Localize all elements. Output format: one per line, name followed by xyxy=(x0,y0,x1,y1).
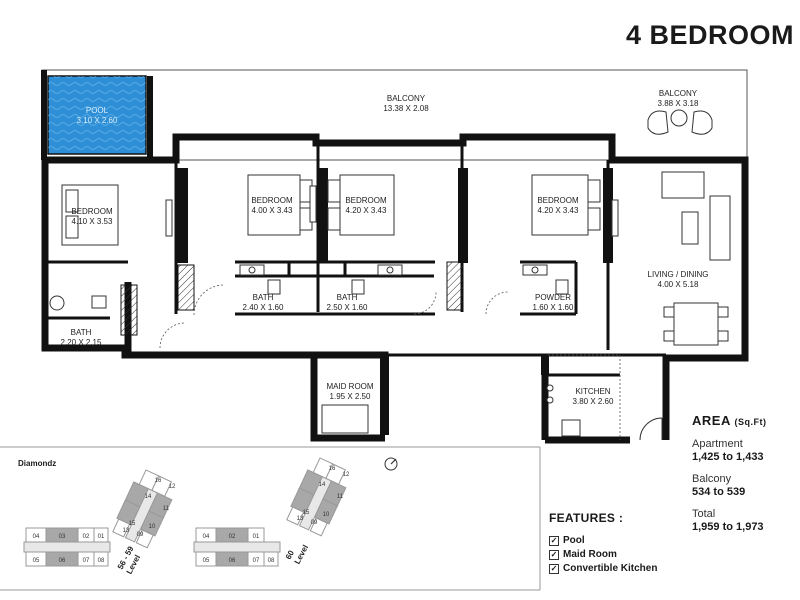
unit-label: 01 xyxy=(253,534,260,540)
balcony-side-dims: 3.88 X 3.18 xyxy=(658,99,699,108)
compass-needle xyxy=(390,458,397,465)
unit-label: 12 xyxy=(169,484,176,490)
unit-label: 01 xyxy=(98,534,105,540)
unit-label: 06 xyxy=(59,558,66,564)
feature-label: Pool xyxy=(563,535,585,546)
unit-label: 14 xyxy=(319,482,326,488)
total-label: Total xyxy=(692,508,716,520)
maid-name: MAID ROOM xyxy=(326,382,373,391)
feature-item: ✓ Maid Room xyxy=(549,549,657,560)
unit-label: 11 xyxy=(163,506,170,512)
unit-label: 15 xyxy=(129,521,136,527)
shafts xyxy=(120,261,464,336)
balcony-side-name: BALCONY xyxy=(659,89,698,98)
compass-icon xyxy=(384,457,398,471)
unit-label: 05 xyxy=(33,558,40,564)
unit-label: 12 xyxy=(343,472,350,478)
columns xyxy=(176,168,613,435)
feature-label: Convertible Kitchen xyxy=(563,563,658,574)
checkbox-icon: ✓ xyxy=(549,535,559,546)
feature-item: ✓ Convertible Kitchen xyxy=(549,563,657,574)
kitchen-name: KITCHEN xyxy=(575,387,610,396)
features-heading: FEATURES : xyxy=(549,511,624,525)
bedroom-3-name: BEDROOM xyxy=(345,196,387,205)
bath-2-dims: 2.40 X 1.60 xyxy=(243,303,284,312)
unit-label: 08 xyxy=(98,558,105,564)
unit-label: 15 xyxy=(303,510,310,516)
key-plan-right: 04 02 01 05 06 07 08 16 12 14 11 15 10 0… xyxy=(193,457,350,567)
page-title: 4 BEDROOM xyxy=(625,20,794,50)
living-name: LIVING / DINING xyxy=(648,270,709,279)
checkbox-icon: ✓ xyxy=(549,549,559,560)
unit-label: 04 xyxy=(33,534,40,540)
key-plan-left: 04 03 02 01 05 06 07 08 16 12 14 11 15 1… xyxy=(23,469,176,576)
bedroom-4-dims: 4.20 X 3.43 xyxy=(538,206,579,215)
unit-label: 06 xyxy=(229,558,236,564)
apartment-label: Apartment xyxy=(692,438,743,450)
bedroom-4-name: BEDROOM xyxy=(537,196,579,205)
area-panel: AREA (Sq.Ft) Apartment 1,425 to 1,433 Ba… xyxy=(692,413,792,533)
balcony-main-name: BALCONY xyxy=(387,94,426,103)
unit-label: 09 xyxy=(311,520,318,526)
bath-2-name: BATH xyxy=(253,293,274,302)
feature-item: ✓ Pool xyxy=(549,535,657,546)
balcony-main-dims: 13.38 X 2.08 xyxy=(383,104,429,113)
checkbox-icon: ✓ xyxy=(549,563,559,574)
bath-3-name: BATH xyxy=(337,293,358,302)
bath-1-name: BATH xyxy=(71,328,92,337)
unit-label: 14 xyxy=(145,494,152,500)
exterior-walls xyxy=(41,133,749,444)
unit-label: 02 xyxy=(83,534,90,540)
unit-label: 13 xyxy=(123,528,130,534)
maid-dims: 1.95 X 2.50 xyxy=(330,392,371,401)
area-unit: (Sq.Ft) xyxy=(734,417,767,427)
bath-1-dims: 2.20 X 2.15 xyxy=(61,338,102,347)
unit-label: 09 xyxy=(137,532,144,538)
pool-texture xyxy=(48,76,146,154)
living-furniture xyxy=(661,171,731,346)
pool-dims: 3.10 X 2.60 xyxy=(77,116,118,125)
wardrobes xyxy=(165,185,619,237)
bedroom-3-dims: 4.20 X 3.43 xyxy=(346,206,387,215)
area-heading-text: AREA xyxy=(692,413,731,428)
level-word-right: Level xyxy=(293,543,311,565)
unit-label: 05 xyxy=(203,558,210,564)
feature-label: Maid Room xyxy=(563,549,617,560)
features-panel: FEATURES : ✓ Pool ✓ Maid Room ✓ Converti… xyxy=(549,511,657,577)
unit-label: 08 xyxy=(268,558,275,564)
total-value: 1,959 to 1,973 xyxy=(692,521,764,533)
balcony-chairs xyxy=(647,109,713,135)
bath-3-dims: 2.50 X 1.60 xyxy=(327,303,368,312)
unit-label: 13 xyxy=(297,516,304,522)
bath-fixtures xyxy=(49,264,581,437)
unit-label: 07 xyxy=(83,558,90,564)
key-plan-title: Diamondz xyxy=(18,459,57,468)
apartment-value: 1,425 to 1,433 xyxy=(692,451,764,463)
unit-label: 16 xyxy=(329,466,336,472)
balcony-label: Balcony xyxy=(692,473,732,485)
bedroom-1-dims: 4.10 X 3.53 xyxy=(72,217,113,226)
unit-label: 04 xyxy=(203,534,210,540)
area-heading: AREA (Sq.Ft) xyxy=(692,413,792,428)
unit-label: 16 xyxy=(155,478,162,484)
balcony-value: 534 to 539 xyxy=(692,486,746,498)
bedroom-1-name: BEDROOM xyxy=(71,207,113,216)
unit-label: 11 xyxy=(337,494,344,500)
bedroom-2-name: BEDROOM xyxy=(251,196,293,205)
living-dims: 4.00 X 5.18 xyxy=(658,280,699,289)
unit-label: 10 xyxy=(149,524,156,530)
unit-label: 07 xyxy=(253,558,260,564)
door-swings xyxy=(159,284,621,440)
powder-dims: 1.60 X 1.60 xyxy=(533,303,574,312)
unit-label: 03 xyxy=(59,534,66,540)
unit-label: 02 xyxy=(229,534,236,540)
entry-door xyxy=(639,417,663,441)
bedroom-2-dims: 4.00 X 3.43 xyxy=(252,206,293,215)
pool-name: POOL xyxy=(86,106,109,115)
powder-name: POWDER xyxy=(535,293,571,302)
beds xyxy=(61,174,601,246)
kitchen-dims: 3.80 X 2.60 xyxy=(573,397,614,406)
unit-label: 10 xyxy=(323,512,330,518)
